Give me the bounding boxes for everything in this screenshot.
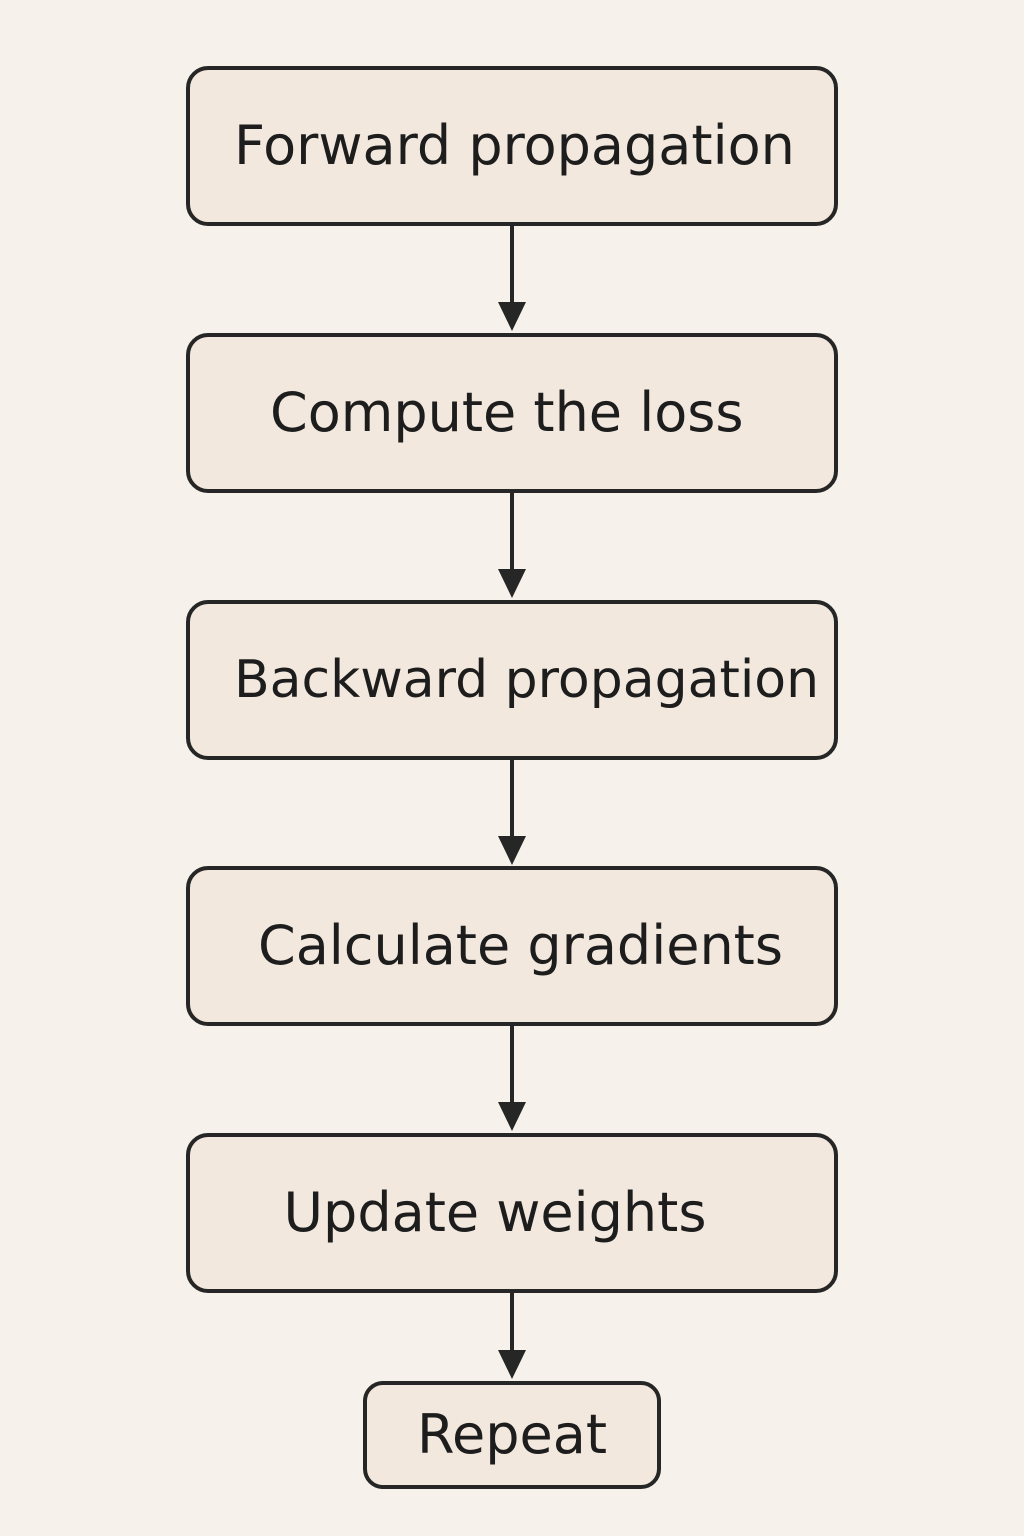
step-label: Backward propagation bbox=[234, 650, 820, 710]
step-backward-propagation: Backward propagation bbox=[186, 600, 838, 760]
arrow-4 bbox=[498, 1026, 526, 1131]
step-label: Calculate gradients bbox=[258, 914, 783, 977]
arrow-2 bbox=[498, 493, 526, 598]
step-update-weights: Update weights bbox=[186, 1133, 838, 1293]
arrow-3 bbox=[498, 760, 526, 865]
arrow-1 bbox=[498, 226, 526, 331]
step-calculate-gradients: Calculate gradients bbox=[186, 866, 838, 1026]
step-compute-loss: Compute the loss bbox=[186, 333, 838, 493]
step-repeat: Repeat bbox=[363, 1381, 661, 1489]
step-label: Compute the loss bbox=[270, 381, 744, 444]
step-forward-propagation: Forward propagation bbox=[186, 66, 838, 226]
step-label: Forward propagation bbox=[234, 114, 795, 177]
step-label: Update weights bbox=[283, 1181, 707, 1244]
arrow-5 bbox=[498, 1293, 526, 1379]
step-label: Repeat bbox=[416, 1403, 608, 1466]
